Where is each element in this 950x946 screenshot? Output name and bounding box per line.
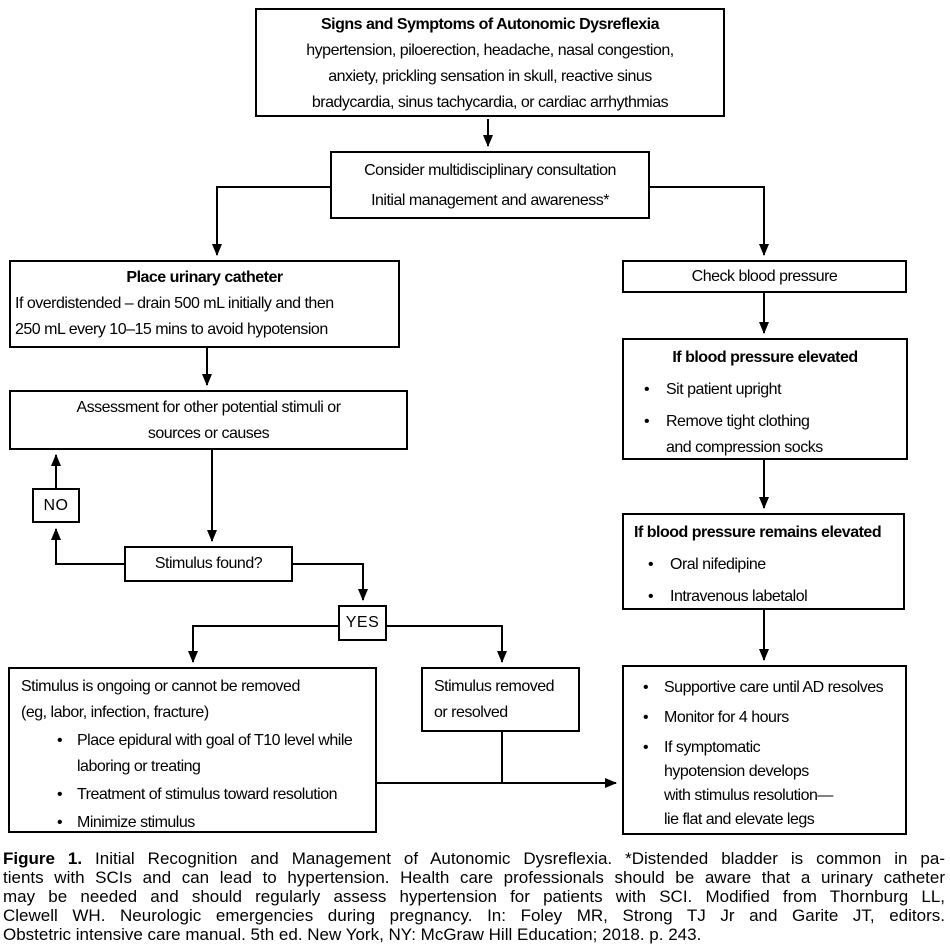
bullet-item: Oral nifedipine	[634, 552, 897, 578]
bullet-item: Treatment of stimulus toward resolution	[21, 782, 371, 808]
caption-line-text: Initial Recognition and Management of Au…	[82, 849, 945, 868]
figure-caption: Figure 1. Initial Recognition and Manage…	[3, 849, 945, 944]
arrow-consult-to-catheter	[212, 186, 330, 256]
stimulus-removed-box: Stimulus removed or resolved	[421, 667, 580, 732]
check-bp-box: Check blood pressure	[622, 260, 907, 293]
bullet-item: Remove tight clothing and compression so…	[630, 409, 900, 461]
supportive-care-bullets: Supportive care until AD resolves Monito…	[630, 676, 901, 832]
caption-line: may be needed and should regularly asses…	[3, 887, 945, 906]
urinary-catheter-body: If overdistended – drain 500 mL initiall…	[15, 295, 334, 338]
bp-remains-elevated-title: If blood pressure remains elevated	[634, 524, 882, 541]
yes-label-box: YES	[338, 605, 387, 641]
bp-elevated-title: If blood pressure elevated	[672, 349, 858, 366]
stimulus-found-box: Stimulus found?	[124, 546, 293, 582]
bullet-item: Supportive care until AD resolves	[630, 676, 901, 700]
bp-remains-elevated-bullets: Oral nifedipine Intravenous labetalol	[634, 552, 897, 610]
stimulus-ongoing-lead: Stimulus is ongoing or cannot be removed…	[21, 678, 300, 721]
supportive-care-box: Supportive care until AD resolves Monito…	[622, 665, 907, 835]
arrow-stimulus-found-to-no	[51, 528, 124, 565]
bullet-item: Minimize stimulus	[21, 810, 371, 836]
bp-elevated-box: If blood pressure elevated Sit patient u…	[622, 338, 908, 460]
signs-symptoms-title: Signs and Symptoms of Autonomic Dysrefle…	[321, 16, 659, 33]
bullet-item: Monitor for 4 hours	[630, 706, 901, 730]
caption-figure-label: Figure 1.	[3, 849, 83, 868]
no-label-box: NO	[32, 488, 80, 523]
consultation-line2: Initial management and awareness*	[371, 192, 609, 209]
bullet-item: Intravenous labetalol	[634, 584, 897, 610]
bullet-item: Place epidural with goal of T10 level wh…	[21, 728, 371, 780]
stimulus-ongoing-box: Stimulus is ongoing or cannot be removed…	[8, 667, 377, 836]
assessment-box: Assessment for other potential stimuli o…	[9, 390, 408, 450]
arrow-consult-to-check-bp	[650, 186, 769, 256]
arrow-yes-to-ongoing	[188, 625, 338, 663]
consultation-box: Consider multidisciplinary consultation …	[330, 151, 650, 219]
urinary-catheter-title: Place urinary catheter	[126, 269, 283, 286]
arrow-yes-to-removed	[387, 625, 507, 663]
bp-elevated-bullets: Sit patient upright Remove tight clothin…	[630, 377, 900, 461]
caption-line: Figure 1. Initial Recognition and Manage…	[3, 849, 945, 868]
signs-symptoms-box: Signs and Symptoms of Autonomic Dysrefle…	[255, 8, 725, 117]
caption-line: Clewell WH. Neurologic emergencies durin…	[3, 906, 945, 925]
caption-line: Obstetric intensive care manual. 5th ed.…	[3, 925, 702, 944]
urinary-catheter-box: Place urinary catheter If overdistended …	[9, 260, 400, 348]
bullet-item: Sit patient upright	[630, 377, 900, 403]
arrow-stimulus-found-to-yes	[293, 563, 368, 601]
stimulus-ongoing-bullets: Place epidural with goal of T10 level wh…	[21, 728, 371, 836]
caption-line: tients with SCIs and can lead to hyperte…	[3, 868, 945, 887]
bp-remains-elevated-box: If blood pressure remains elevated Oral …	[622, 513, 905, 610]
consultation-line1: Consider multidisciplinary consultation	[364, 162, 616, 179]
signs-symptoms-body: hypertension, piloerection, headache, na…	[306, 42, 674, 111]
bullet-item: If symptomatic hypotension develops with…	[630, 736, 901, 832]
